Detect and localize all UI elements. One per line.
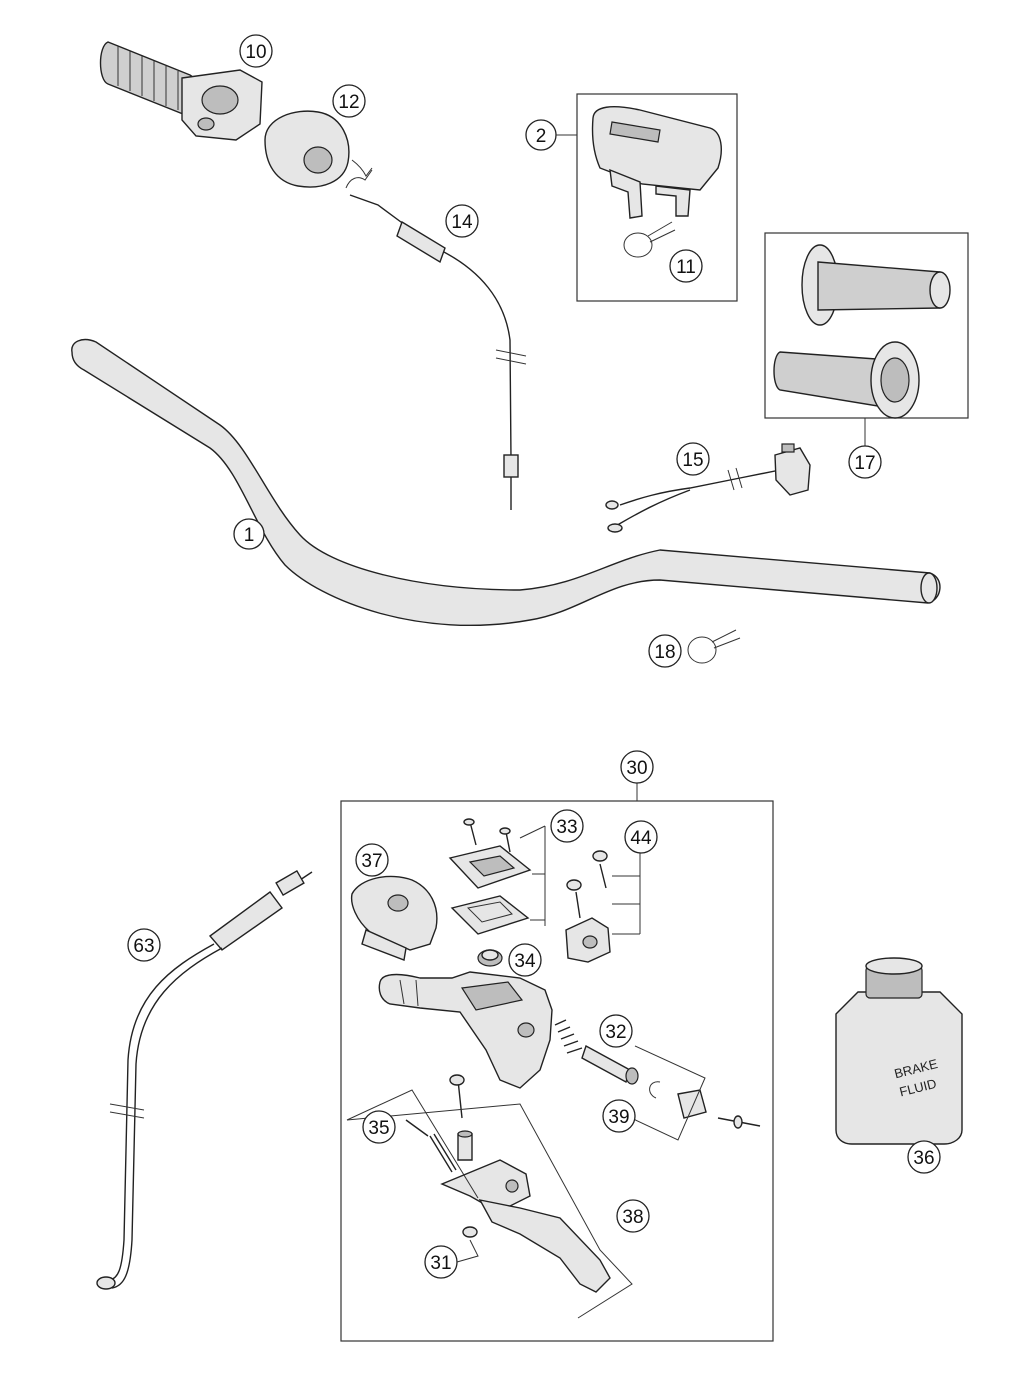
grip-cover-group-box [576,93,738,302]
cable-tie-11 [623,221,676,258]
callout-label-32: 32 [605,1022,626,1043]
reservoir-screws [463,818,511,853]
callout-label-34: 34 [514,951,536,972]
cable-tie-18 [687,629,741,664]
callout-34: 34 [508,943,542,977]
clamp-44 [565,846,641,963]
callout-63: 63 [127,928,161,962]
hydraulic-hose [96,869,313,1290]
callout-44: 44 [624,820,658,854]
callout-38: 38 [616,1199,650,1233]
reservoir-lid [448,845,532,889]
callout-37: 37 [355,843,389,877]
brake-lever-assembly [346,1074,633,1319]
callout-1: 1 [233,518,265,550]
callout-12: 12 [332,84,366,118]
callout-39: 39 [602,1099,636,1133]
callout-11: 11 [669,249,703,283]
grip-right [773,341,920,419]
throttle-cover [264,110,373,188]
reservoir-cap-34 [477,949,503,967]
kill-switch [605,443,811,533]
leader-33 [519,825,546,926]
callout-label-1: 1 [244,525,255,546]
callout-label-2: 2 [536,126,547,147]
callout-label-15: 15 [682,450,703,471]
callout-32: 32 [599,1014,633,1048]
callout-label-39: 39 [608,1107,629,1128]
callout-17: 17 [848,445,882,479]
callout-18: 18 [648,634,682,668]
callout-label-44: 44 [630,828,652,849]
throttle-grip-assembly [99,41,263,141]
callout-label-30: 30 [626,758,647,779]
callout-label-11: 11 [676,257,696,278]
callout-label-14: 14 [451,212,473,233]
callout-35: 35 [362,1110,396,1144]
callout-label-10: 10 [245,42,266,63]
callout-36: 36 [907,1140,941,1174]
brake-fluid-bottle: BRAKE FLUID [835,957,963,1145]
callout-label-18: 18 [654,642,675,663]
callout-label-37: 37 [361,851,382,872]
callout-15: 15 [676,442,710,476]
reservoir-diaphragm [450,895,530,935]
clamp-37 [350,875,438,961]
callout-33: 33 [550,809,584,843]
callout-10: 10 [239,34,273,68]
callout-31: 31 [424,1239,479,1279]
master-cylinder-body [378,971,553,1089]
callout-label-35: 35 [368,1118,389,1139]
callout-label-31: 31 [430,1253,451,1274]
grip-set-group-box [764,232,969,419]
callout-label-33: 33 [556,817,577,838]
brake-cylinder-group-box [340,800,774,1342]
callout-2: 2 [525,119,577,151]
callout-14: 14 [445,204,479,238]
callout-label-36: 36 [913,1148,934,1169]
callout-label-63: 63 [133,936,154,957]
callout-label-17: 17 [854,453,875,474]
callout-30: 30 [620,750,654,784]
grip-left [801,244,951,326]
callout-label-12: 12 [338,92,359,113]
throttle-cable [345,169,527,510]
piston-kit [554,1019,761,1141]
callout-label-38: 38 [622,1207,643,1228]
grip-end-cover [591,106,722,219]
